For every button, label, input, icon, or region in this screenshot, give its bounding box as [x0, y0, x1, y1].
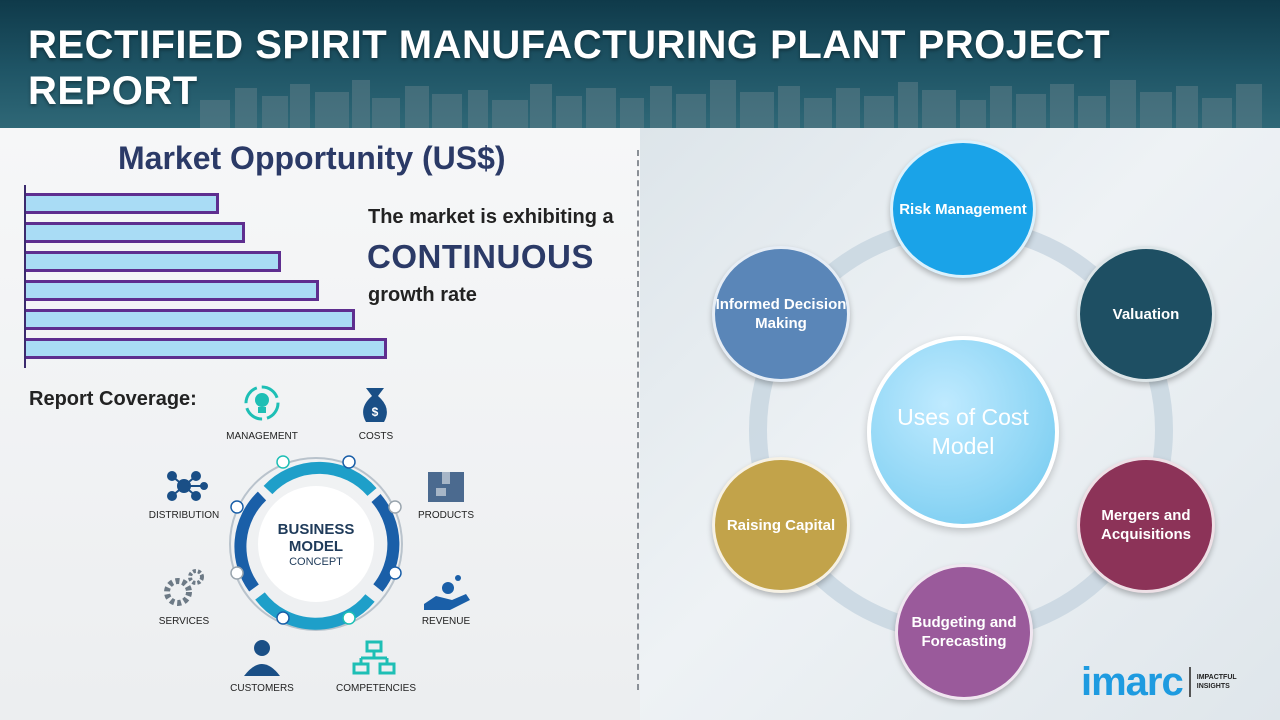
- market-bar: [26, 222, 245, 243]
- caption-management: MANAGEMENT: [226, 431, 298, 442]
- svg-text:$: $: [372, 405, 379, 419]
- use-mergers-acquisitions: Mergers and Acquisitions: [1077, 457, 1215, 593]
- box-icon: [428, 472, 464, 502]
- caption-services: SERVICES: [158, 616, 210, 627]
- network-icon: [167, 471, 208, 501]
- uses-center-circle: Uses of Cost Model: [867, 336, 1059, 528]
- use-risk-management: Risk Management: [890, 140, 1036, 278]
- business-model-diagram: BUSINESS MODEL CONCEPT $: [164, 385, 470, 676]
- caption-products: PRODUCTS: [417, 510, 475, 521]
- use-valuation: Valuation: [1077, 246, 1215, 382]
- use-informed-decision: Informed Decision Making: [712, 246, 850, 382]
- city-skyline-graphic: [200, 80, 1262, 128]
- logo-divider: [1188, 667, 1191, 697]
- market-bar: [26, 280, 319, 301]
- panel-divider: [637, 150, 639, 690]
- logo-tagline: IMPACTFUL INSIGHTS: [1196, 674, 1237, 690]
- hub-line2: MODEL: [289, 538, 343, 555]
- gears-icon: [164, 569, 204, 606]
- market-text-line3: growth rate: [368, 284, 477, 306]
- use-raising-capital: Raising Capital: [712, 457, 850, 593]
- caption-customers: CUSTOMERS: [230, 683, 294, 694]
- market-opportunity-title: Market Opportunity (US$): [118, 140, 506, 176]
- header-banner: RECTIFIED SPIRIT MANUFACTURING PLANT PRO…: [0, 0, 1280, 128]
- bar-chart-axis: [24, 185, 26, 368]
- caption-competencies: COMPETENCIES: [335, 683, 416, 694]
- caption-revenue: REVENUE: [421, 616, 471, 627]
- flowchart-icon: [352, 640, 396, 675]
- use-budgeting-forecasting: Budgeting and Forecasting: [895, 564, 1033, 700]
- imarc-logo: imarc IMPACTFUL INSIGHTS: [1081, 662, 1237, 702]
- caption-costs: COSTS: [358, 431, 394, 442]
- hand-coin-icon: [424, 575, 470, 610]
- report-coverage-title: Report Coverage:: [29, 388, 197, 410]
- market-bar: [26, 193, 219, 214]
- hub-line3: CONCEPT: [289, 556, 343, 568]
- market-text-line1: The market is exhibiting a: [368, 206, 614, 228]
- page-title: RECTIFIED SPIRIT MANUFACTURING PLANT PRO…: [28, 23, 1111, 113]
- caption-distribution: DISTRIBUTION: [148, 510, 220, 521]
- hub-line1: BUSINESS: [278, 521, 355, 538]
- money-bag-icon: $: [363, 388, 387, 422]
- market-bar: [26, 338, 387, 359]
- logo-wordmark: imarc: [1081, 660, 1184, 704]
- market-bar: [26, 251, 281, 272]
- market-bar: [26, 309, 355, 330]
- person-icon: [244, 640, 280, 676]
- bulb-cycle-icon: [244, 385, 280, 421]
- market-text-highlight: CONTINUOUS: [367, 238, 594, 275]
